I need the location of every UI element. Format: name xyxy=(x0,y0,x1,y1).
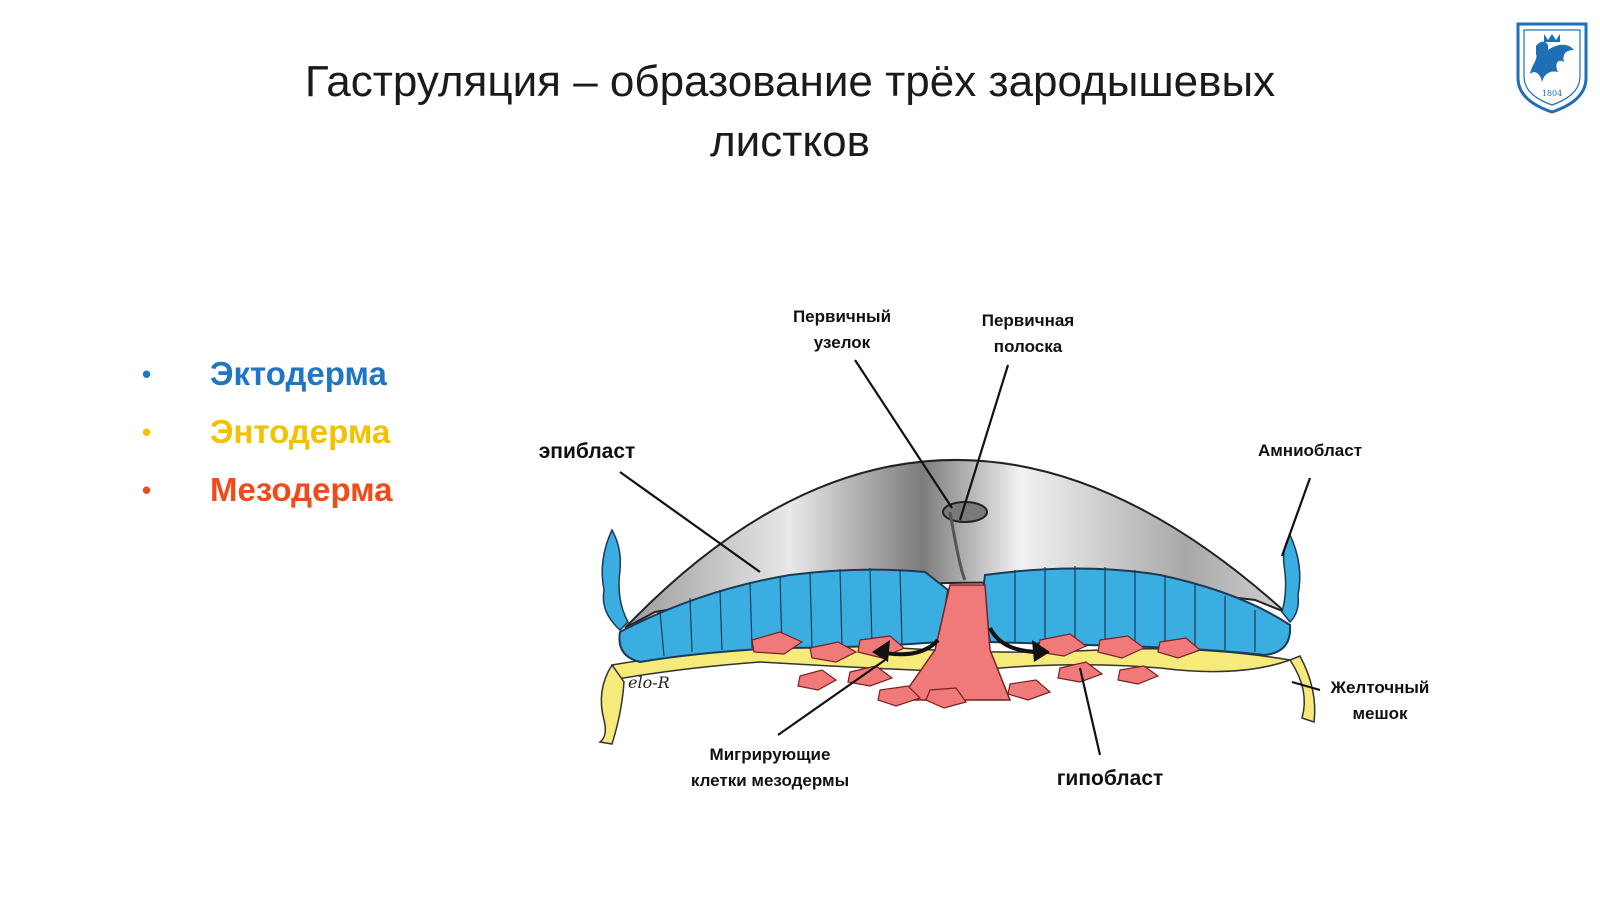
primitive-streak-groove xyxy=(948,511,967,581)
amnioblast-left xyxy=(601,528,629,632)
artist-signature: elo-R xyxy=(628,673,670,692)
logo-year: 1804 xyxy=(1542,89,1562,98)
label-primary-streak: Первичная полоска xyxy=(958,308,1098,360)
leader-lines xyxy=(619,359,1321,756)
label-yolk-sac: Желточный мешок xyxy=(1310,675,1450,727)
bullet-marker: • xyxy=(142,474,152,505)
label-text: эпибласт xyxy=(538,440,636,463)
bullet-label-ectoderm: Эктодерма xyxy=(210,355,387,392)
bullet-label-endoderm: Энтодерма xyxy=(210,413,391,450)
label-text: узелок xyxy=(813,333,871,352)
list-item-mesoderm: • Мезодерма xyxy=(142,461,393,519)
label-text: Первичный xyxy=(792,307,892,326)
epiblast-cell-walls xyxy=(659,566,1256,657)
list-item-ectoderm: • Эктодерма xyxy=(142,345,393,403)
label-hypoblast: гипобласт xyxy=(1040,766,1180,792)
slide-title: Гаструляция – образование трёх зародышев… xyxy=(200,52,1380,172)
label-text: Амниобласт xyxy=(1257,441,1363,460)
label-epiblast: эпибласт xyxy=(522,439,652,465)
griffin-icon xyxy=(1530,41,1574,82)
label-amnioblast: Амниобласт xyxy=(1240,438,1380,464)
germ-layer-list: • Эктодерма • Энтодерма • Мезодерма xyxy=(142,345,393,519)
label-text: гипобласт xyxy=(1056,767,1164,790)
label-text: Первичная xyxy=(981,311,1075,330)
label-primary-node: Первичный узелок xyxy=(772,304,912,356)
label-text: клетки мезодермы xyxy=(690,771,850,790)
primitive-streak-cells xyxy=(898,584,1012,701)
label-text: Желточный xyxy=(1330,678,1430,697)
university-logo: 1804 xyxy=(1516,22,1588,114)
label-migrating-cells: Мигрирующие клетки мезодермы xyxy=(670,742,870,794)
yolk-sac-left xyxy=(598,663,625,745)
label-text: Мигрирующие xyxy=(709,745,831,764)
label-text: полоска xyxy=(993,337,1063,356)
amnioblast-right xyxy=(1281,533,1301,624)
bullet-marker: • xyxy=(142,416,152,447)
bullet-label-mesoderm: Мезодерма xyxy=(210,471,393,508)
bullet-marker: • xyxy=(142,358,152,389)
list-item-endoderm: • Энтодерма xyxy=(142,403,393,461)
title-line-2: листков xyxy=(710,117,870,166)
label-text: мешок xyxy=(1352,704,1408,723)
title-line-1: Гаструляция – образование трёх зародышев… xyxy=(304,57,1276,106)
yolk-sac-right xyxy=(1288,655,1316,724)
